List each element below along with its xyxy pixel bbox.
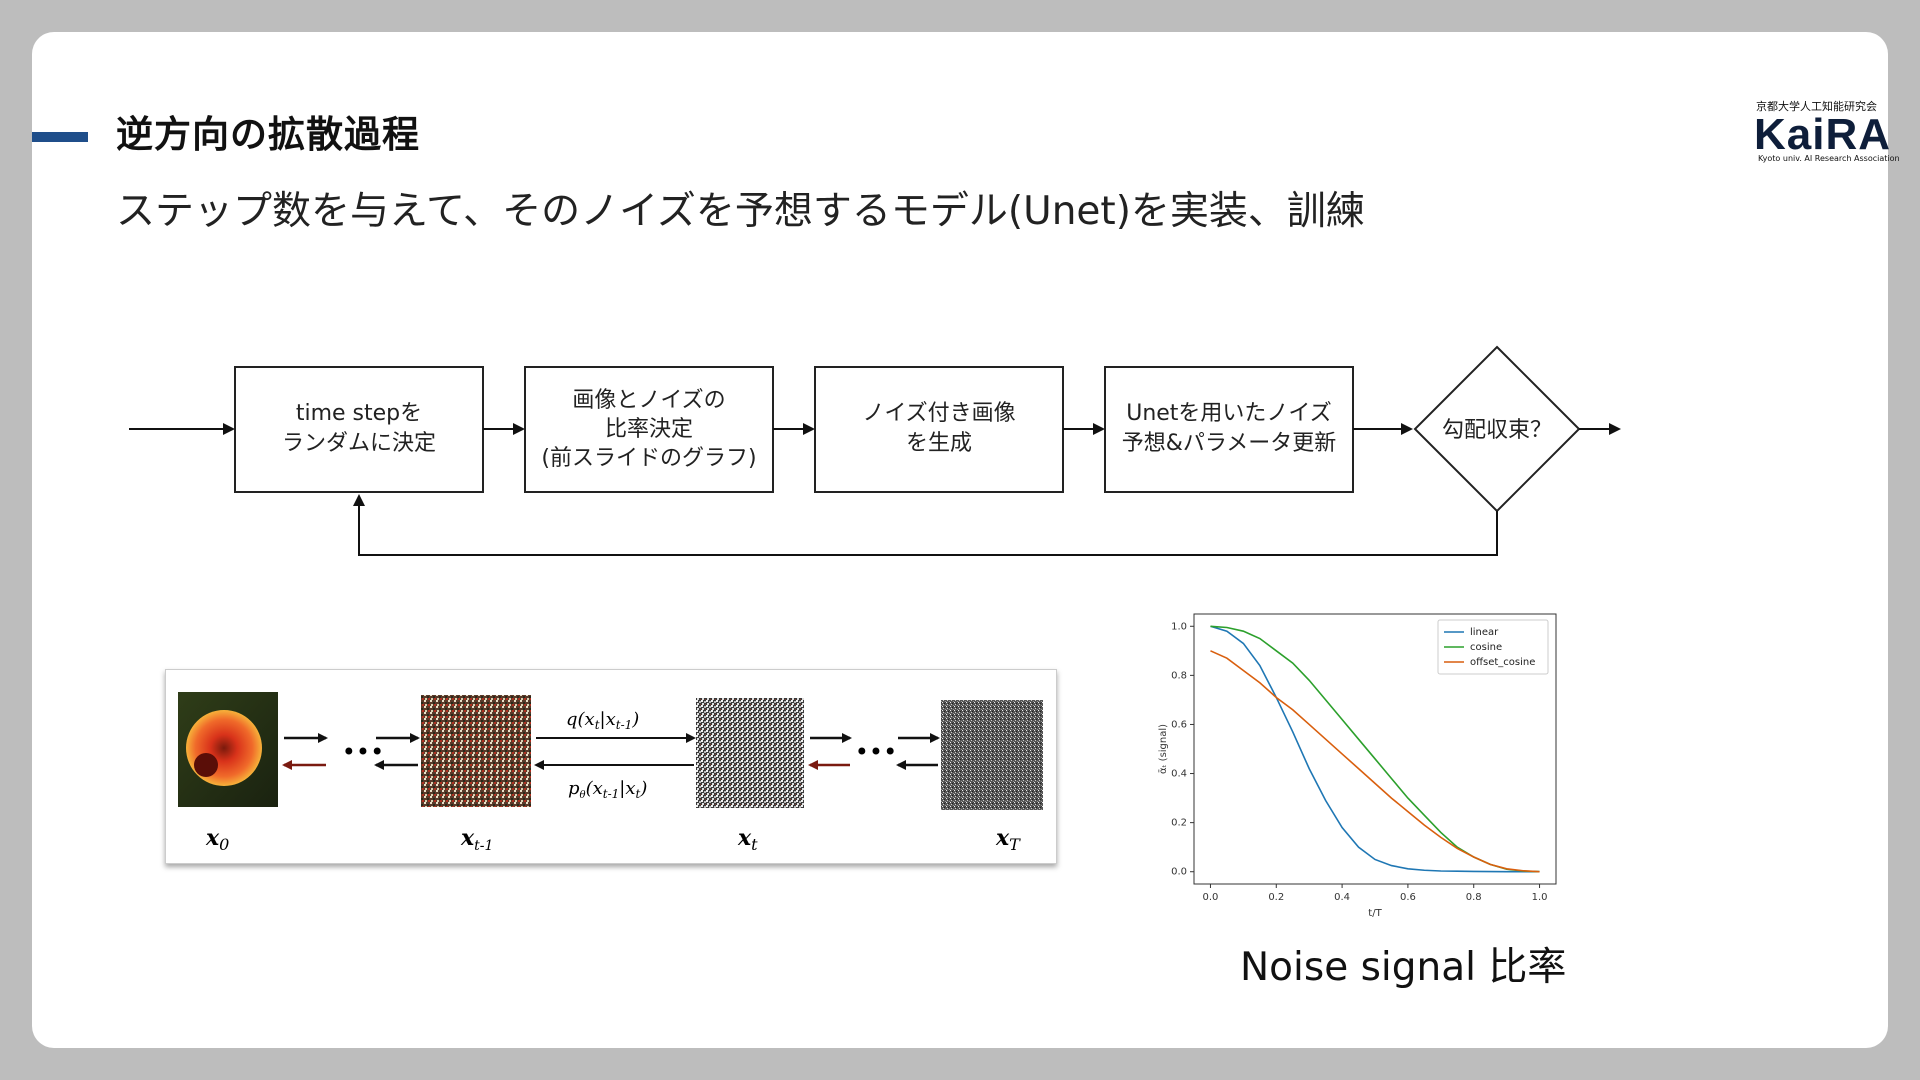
flow-step2-line1: 画像とノイズの [572,388,725,413]
title-accent-bar [32,132,88,142]
legend-label-offset_cosine: offset_cosine [1470,657,1535,668]
slide: 逆方向の拡散過程 ステップ数を与えて、そのノイズを予想するモデル(Unet)を実… [32,32,1900,1048]
xt-image [696,698,804,808]
ellipsis-right: ••• [855,738,897,766]
logo-english-text: Kyoto univ. AI Research Association [1758,154,1900,163]
y-tick-label: 0.0 [1171,867,1187,878]
flow-step-unet-update [1104,366,1354,493]
xt-label: xt [737,825,758,854]
y-axis-label: ᾱₜ (signal) [1158,724,1169,774]
flow-step4-line1: Unetを用いたノイズ [1126,401,1332,426]
x-tick-label: 0.8 [1466,892,1482,903]
forward-label: q(xt|xt-1) [566,709,639,732]
x-tick-label: 1.0 [1532,892,1548,903]
flow-step-random-timestep [234,366,484,493]
slide-subtitle: ステップ数を与えて、そのノイズを予想するモデル(Unet)を実装、訓練 [116,189,1365,234]
reverse-label: pθ(xt-1|xt) [568,778,647,801]
flow-step1-line2: ランダムに決定 [282,431,436,456]
flow-step4-line2: 予想&パラメータ更新 [1122,431,1337,456]
chart-caption: Noise signal 比率 [1240,945,1567,990]
flow-step-ratio [524,366,774,493]
flow-loop-back-arrow [353,494,1498,556]
flow-step-noisy-image [814,366,1064,493]
series-line-offset_cosine [1210,650,1540,873]
series-line-linear [1210,625,1540,873]
x-axis-label: t/T [1368,908,1382,919]
y-tick-label: 0.4 [1171,769,1187,780]
page-number: 7 [1860,1019,1874,1044]
y-tick-label: 0.6 [1171,719,1187,730]
xt-minus-1-image [421,695,531,807]
flow-step1-line1: time stepを [296,401,422,426]
flow-step3-line1: ノイズ付き画像 [862,401,1015,426]
noise-signal-chart: 0.0 0.2 0.4 0.6 0.8 1.0 0.0 0.2 0.4 0.6 0.8 1.0 t/T ᾱ… [1158,613,1557,919]
flow-step3-line2: を生成 [906,431,972,456]
x-tick-label: 0.6 [1400,892,1416,903]
xt-minus-1-label: xt-1 [460,825,493,854]
flow-decision-text: 勾配収束？ [1442,418,1552,443]
logo-wordmark: KaiRA [1754,110,1892,159]
slide-title: 逆方向の拡散過程 [116,113,420,156]
y-tick-label: 0.2 [1171,818,1187,829]
xT-label: xT [995,825,1021,854]
diffusion-process-figure: ••• q(xt|xt-1) pθ(xt-1|xt) ••• x0 xt-1 x… [165,669,1057,864]
flow-step2-line3: (前スライドのグラフ) [541,446,756,471]
legend-label-linear: linear [1470,627,1499,638]
ellipsis-left: ••• [342,738,384,766]
x-tick-label: 0.0 [1203,892,1219,903]
x-tick-label: 0.4 [1334,892,1350,903]
y-tick-label: 1.0 [1171,621,1187,632]
xT-image [941,700,1043,810]
logo-japanese-text: 京都大学人工知能研究会 [1756,100,1877,113]
training-flowchart: time stepを ランダムに決定 画像とノイズの 比率決定 (前スライドのグ… [129,345,1621,556]
flow-step2-line2: 比率決定 [605,417,693,442]
legend-label-cosine: cosine [1470,642,1502,653]
y-tick-label: 0.8 [1171,670,1187,681]
x-tick-label: 0.2 [1268,892,1284,903]
legend-box [1437,619,1549,675]
kaira-logo: 京都大学人工知能研究会 KaiRA Kyoto univ. AI Researc… [1754,98,1902,164]
x0-label: x0 [205,825,229,854]
